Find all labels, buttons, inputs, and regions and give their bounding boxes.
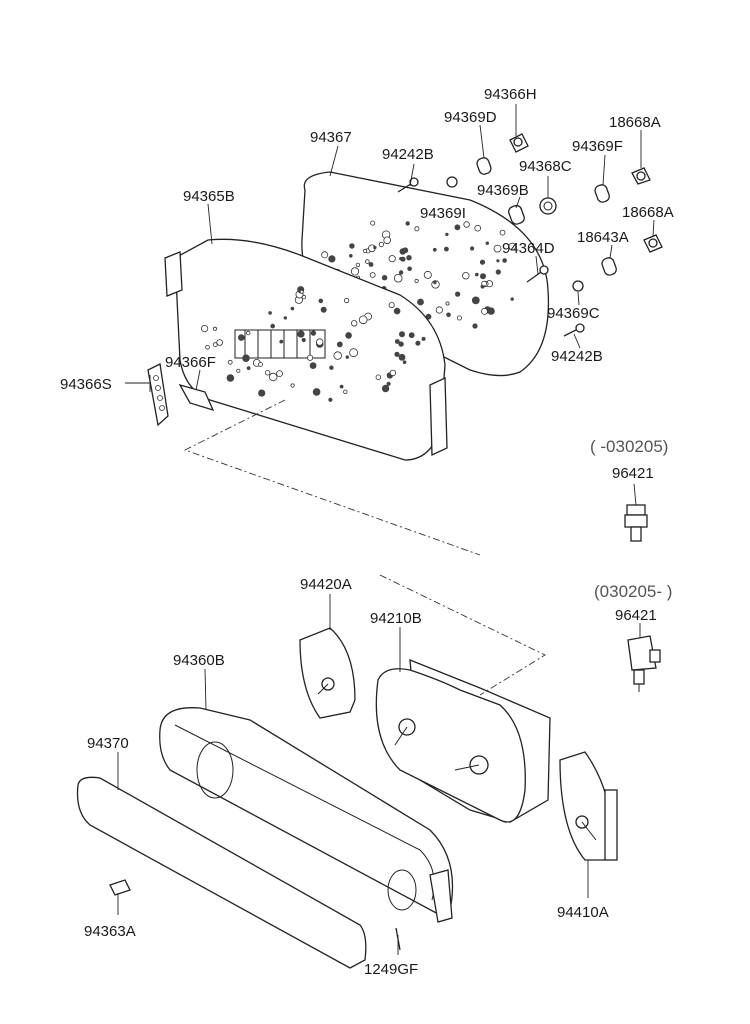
bulb-18643A (601, 257, 617, 276)
bulb-94369D (476, 157, 492, 175)
bulb-94366H (509, 133, 529, 153)
note-before-030205: ( -030205) (590, 437, 668, 456)
socket-18668A-lower (643, 234, 663, 253)
label-94364D: 94364D (502, 240, 555, 257)
speed-sensor-early (624, 504, 648, 542)
meter-case (164, 238, 448, 461)
label-94369B: 94369B (477, 182, 529, 199)
bulb-94369C (572, 280, 584, 292)
label-18668A-lower: 18668A (622, 204, 674, 221)
label-1249GF: 1249GF (364, 961, 418, 978)
bulb-94369B (508, 204, 525, 225)
label-94366H: 94366H (484, 86, 537, 103)
connector-94366S (147, 363, 169, 427)
label-94369F: 94369F (572, 138, 623, 155)
gauge-94420A (299, 627, 356, 719)
gasket-94366F (178, 383, 215, 412)
meter-housing (159, 707, 454, 923)
label-94363A: 94363A (84, 923, 136, 940)
label-94420A: 94420A (300, 576, 352, 593)
socket-94368C (539, 197, 557, 215)
label-94365B: 94365B (183, 188, 235, 205)
label-18643A: 18643A (577, 229, 629, 246)
bulb-94369F (594, 184, 610, 203)
dial-plate (375, 659, 551, 823)
screw-94364D (526, 265, 549, 283)
label-94369D: 94369D (444, 109, 497, 126)
label-94367: 94367 (310, 129, 352, 146)
label-96421-late: 96421 (615, 607, 657, 624)
label-94369C: 94369C (547, 305, 600, 322)
label-96421-early: 96421 (612, 465, 654, 482)
label-94370: 94370 (87, 735, 129, 752)
screw-94242B-top (397, 177, 419, 193)
speed-sensor-late (627, 635, 661, 692)
label-94369I: 94369I (420, 205, 466, 222)
label-18668A-top: 18668A (609, 114, 661, 131)
note-after-030205: (030205- ) (594, 582, 672, 601)
label-94242B-top: 94242B (382, 146, 434, 163)
bulb-94369I (446, 176, 458, 188)
label-94368C: 94368C (519, 158, 572, 175)
gauge-94410A (559, 751, 618, 861)
label-94210B: 94210B (370, 610, 422, 627)
label-94366S: 94366S (60, 376, 112, 393)
label-94242B-lower: 94242B (551, 348, 603, 365)
label-94366F: 94366F (165, 354, 216, 371)
label-94360B: 94360B (173, 652, 225, 669)
clip-94363A (109, 879, 131, 896)
socket-18668A-top (631, 167, 651, 185)
label-94410A: 94410A (557, 904, 609, 921)
screw-94242B-lower (563, 323, 585, 337)
front-window (76, 776, 367, 969)
